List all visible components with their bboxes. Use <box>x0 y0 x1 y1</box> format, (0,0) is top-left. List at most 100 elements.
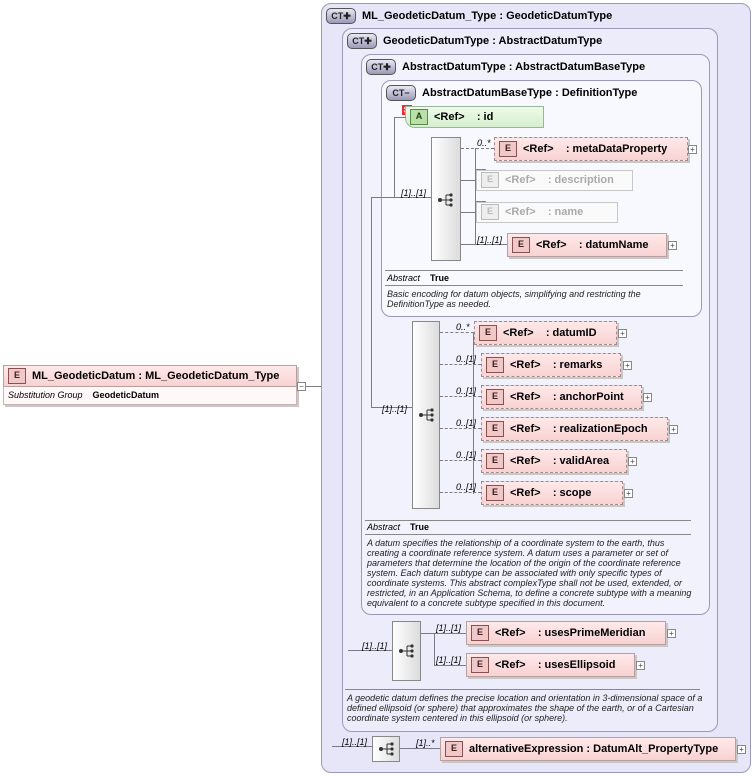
connector <box>348 650 392 651</box>
plus-expander-icon[interactable]: + <box>688 145 697 154</box>
ct-base: GeodeticDatumType <box>506 9 613 22</box>
element-multiplicity: 0..[1] <box>456 450 477 460</box>
ct-base: AbstractDatumType <box>498 34 603 47</box>
connector <box>394 117 406 118</box>
element-multiplicity: 0..* <box>456 322 470 332</box>
element-badge-icon: E <box>486 389 504 406</box>
ct-name: AbstractDatumBaseType <box>422 86 553 99</box>
plus-expander-icon[interactable]: + <box>667 629 676 638</box>
connector <box>332 746 372 747</box>
sequence-multiplicity: [1]..[1] <box>342 737 368 747</box>
element-name: datumID <box>552 327 597 339</box>
plus-expander-icon[interactable]: + <box>618 329 627 338</box>
sequence-compositor-datum[interactable] <box>412 321 440 509</box>
attribute-name: id <box>483 111 494 123</box>
sequence-compositor-ml[interactable] <box>372 736 400 762</box>
plus-expander-icon[interactable]: + <box>636 661 645 670</box>
connector <box>306 386 332 387</box>
connector <box>440 332 474 333</box>
element-type: DatumAlt_PropertyType <box>593 743 719 755</box>
divider <box>365 534 691 535</box>
element-multiplicity: 0..[1] <box>456 418 477 428</box>
element-metadataproperty[interactable]: E<Ref> : metaDataProperty <box>494 137 688 161</box>
sequence-compositor-icon <box>419 408 434 422</box>
divider <box>345 689 700 690</box>
complex-type-badge-icon: CT✚ <box>347 33 377 49</box>
attribute-id[interactable]: A<Ref> : id <box>405 106 544 128</box>
connector <box>371 197 372 407</box>
connector <box>421 633 466 634</box>
root-element-type: ML_GeodeticDatum_Type <box>145 370 280 382</box>
plus-expander-icon[interactable]: + <box>669 425 678 434</box>
connector <box>440 492 481 493</box>
element-name: validArea <box>559 455 610 467</box>
element-badge-icon: E <box>486 357 504 374</box>
element-badge-icon: E <box>481 172 499 189</box>
element-badge-icon: E <box>481 204 499 221</box>
element-badge-icon: E <box>486 421 504 438</box>
ct-name: GeodeticDatumType <box>383 34 490 47</box>
element-multiplicity: [1]..[1] <box>436 623 462 633</box>
connector <box>400 748 440 749</box>
element-multiplicity: 0..[1] <box>456 354 477 364</box>
plus-expander-icon[interactable]: + <box>643 393 652 402</box>
connector <box>440 428 481 429</box>
plus-expander-icon[interactable]: + <box>737 745 746 754</box>
element-remarks[interactable]: E<Ref> : remarks <box>481 353 621 377</box>
abstract-datum-documentation: A datum specifies the relationship of a … <box>367 538 692 608</box>
element-badge-icon: E <box>471 625 489 642</box>
element-name: metaDataProperty <box>572 143 668 155</box>
element-datumid[interactable]: E<Ref> : datumID <box>474 321 617 345</box>
element-multiplicity: [1]..[1] <box>477 235 503 245</box>
complex-type-badge-icon: CT− <box>386 85 416 101</box>
element-name: description <box>554 174 614 186</box>
ct-name: ML_GeodeticDatum_Type <box>362 9 497 22</box>
element-scope[interactable]: E<Ref> : scope <box>481 481 623 505</box>
sequence-multiplicity: [1]..[1] <box>401 188 427 198</box>
element-name: name <box>554 206 584 218</box>
complex-type-badge-icon: CT✚ <box>326 8 356 24</box>
root-element-name: ML_GeodeticDatum <box>32 370 136 382</box>
element-description[interactable]: E<Ref> : description <box>476 170 633 191</box>
element-validarea[interactable]: E<Ref> : validArea <box>481 449 627 473</box>
root-collapse-expander-icon[interactable]: − <box>297 382 306 391</box>
sequence-compositor-geodetic[interactable] <box>392 621 421 681</box>
element-datumname[interactable]: E<Ref> : datumName <box>507 233 667 257</box>
element-name-ghost[interactable]: E<Ref> : name <box>476 202 618 223</box>
element-anchorpoint[interactable]: E<Ref> : anchorPoint <box>481 385 642 409</box>
element-name: usesEllipsoid <box>544 659 616 671</box>
ct-name: AbstractDatumType <box>402 60 506 73</box>
connector <box>434 665 466 666</box>
element-realizationepoch[interactable]: E<Ref> : realizationEpoch <box>481 417 668 441</box>
element-usesellipsoid[interactable]: E<Ref> : usesEllipsoid <box>466 653 635 677</box>
divider <box>365 520 691 521</box>
plus-expander-icon[interactable]: + <box>628 457 637 466</box>
connector <box>394 117 395 197</box>
connector <box>440 396 481 397</box>
complex-type-badge-icon: CT✚ <box>366 59 396 75</box>
element-name: scope <box>559 487 592 499</box>
plus-expander-icon[interactable]: + <box>668 241 677 250</box>
element-multiplicity: [1]..[1] <box>436 655 462 665</box>
element-name: anchorPoint <box>559 391 624 403</box>
element-multiplicity: 0..* <box>477 138 491 148</box>
element-multiplicity: [1]..* <box>416 738 435 748</box>
sequence-compositor-icon <box>379 742 394 756</box>
sequence-compositor-base[interactable] <box>431 137 461 261</box>
element-name: datumName <box>585 239 649 251</box>
plus-expander-icon[interactable]: + <box>624 489 633 498</box>
element-name: alternativeExpression <box>469 743 584 755</box>
connector <box>461 148 494 149</box>
connector <box>440 460 481 461</box>
connector <box>440 364 481 365</box>
plus-expander-icon[interactable]: + <box>623 361 632 370</box>
base-type-documentation: Basic encoding for datum objects, simpli… <box>387 289 641 309</box>
element-usesprimemeridian[interactable]: E<Ref> : usesPrimeMeridian <box>466 621 666 645</box>
element-name: remarks <box>559 359 603 371</box>
sequence-compositor-icon <box>399 644 414 658</box>
element-multiplicity: 0..[1] <box>456 482 477 492</box>
